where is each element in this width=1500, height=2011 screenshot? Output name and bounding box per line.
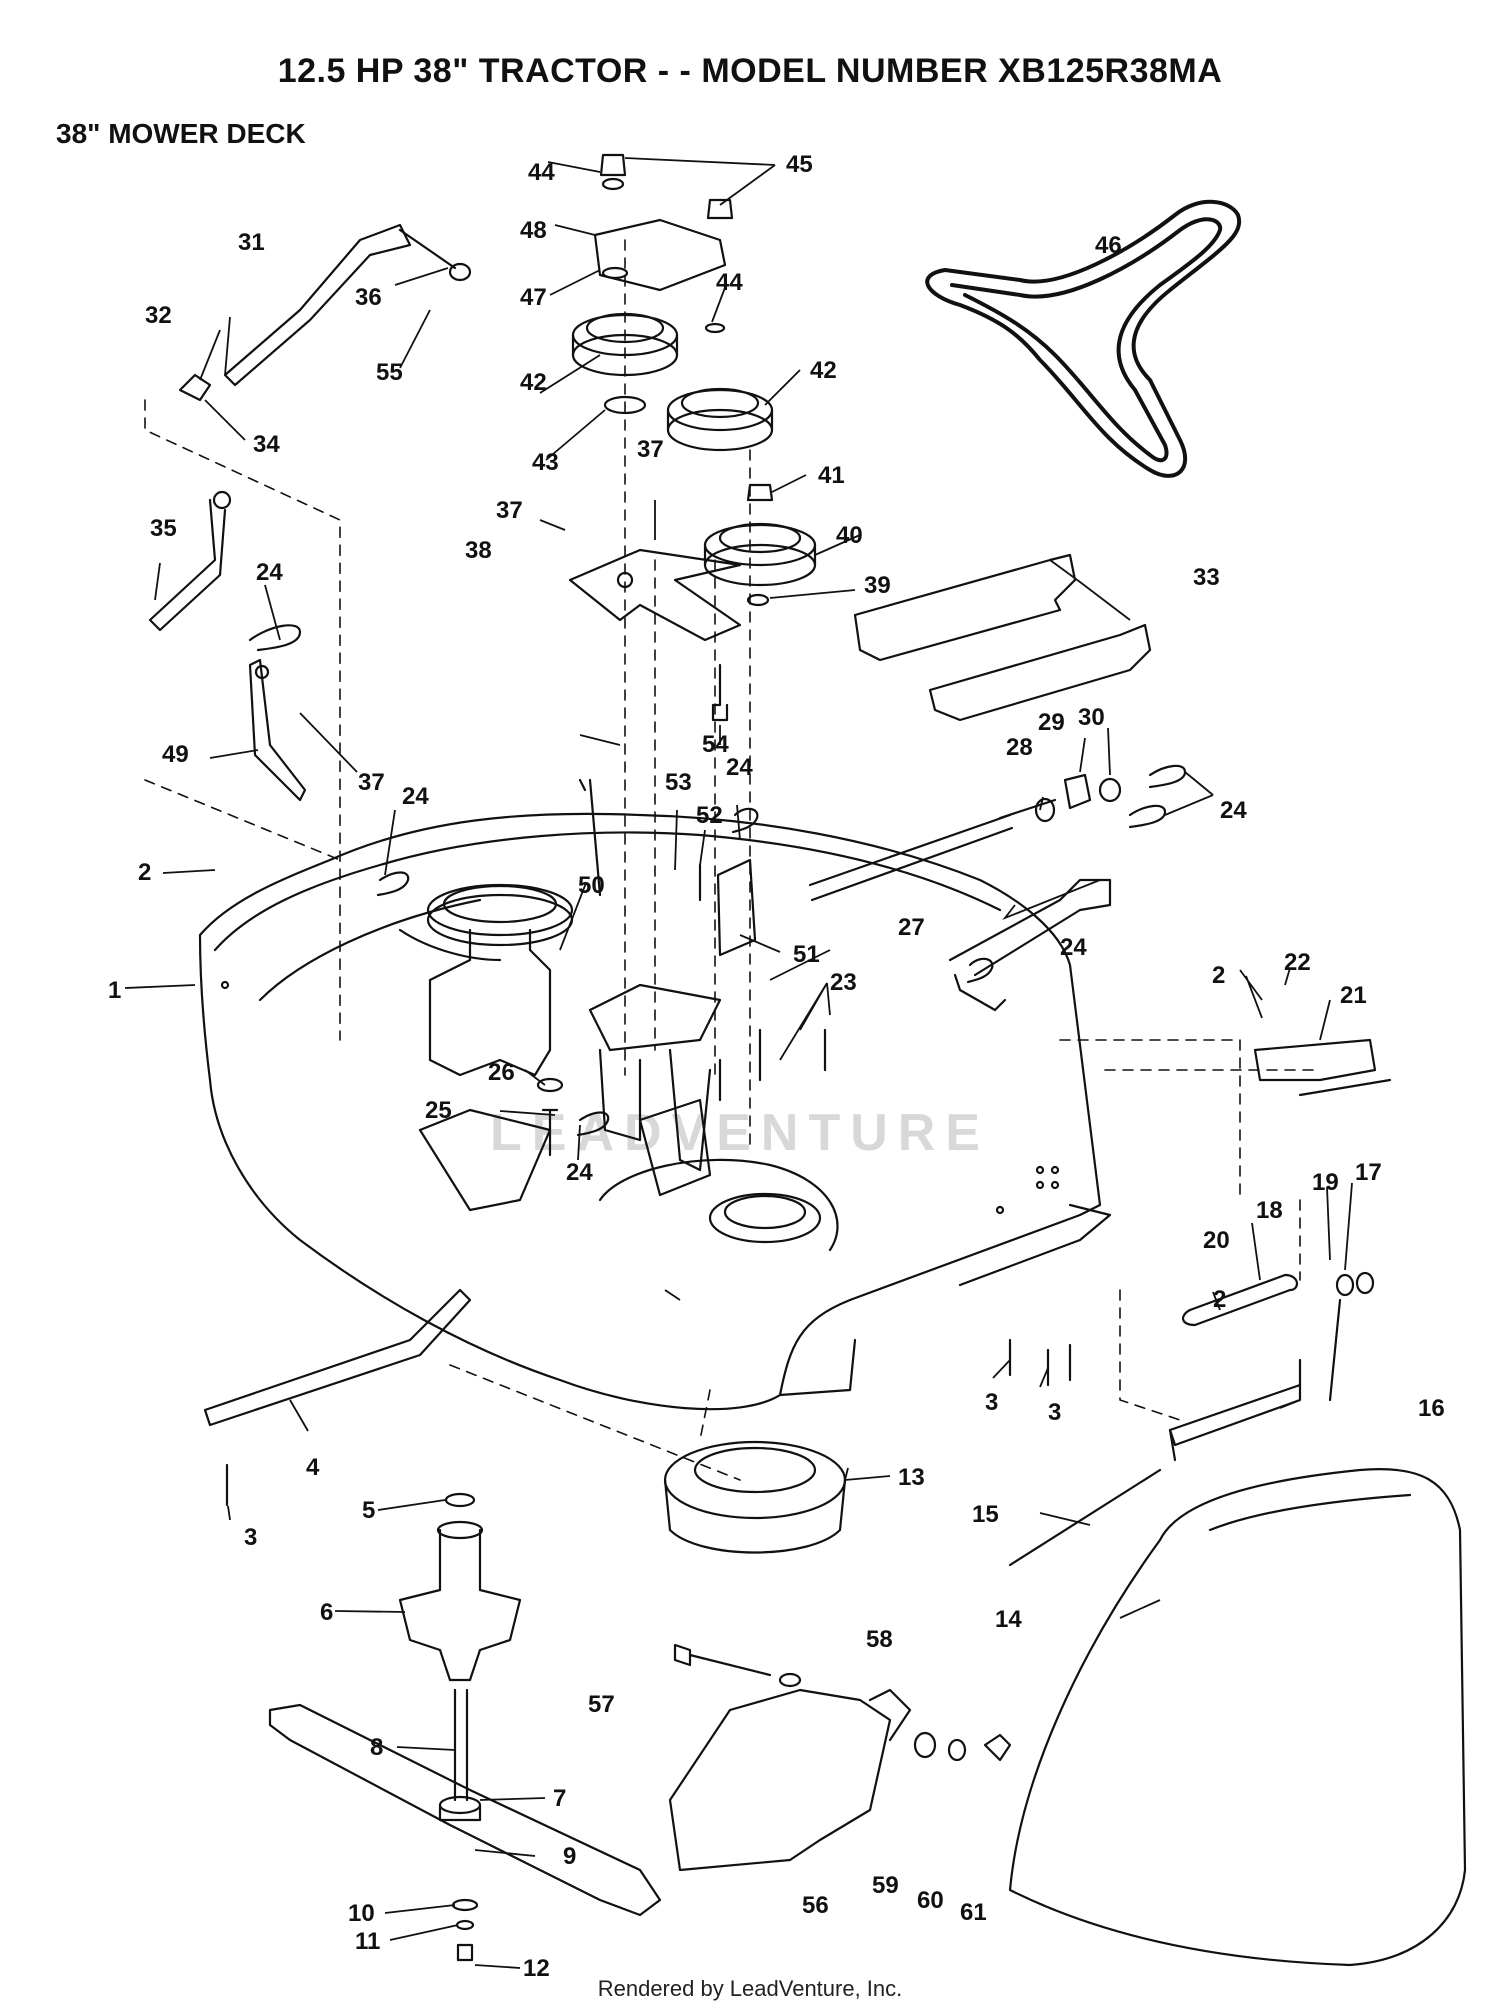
callout-8: 8 <box>370 1734 383 1761</box>
callout-2a: 2 <box>138 859 151 886</box>
callout-50: 50 <box>578 872 605 899</box>
callout-19: 19 <box>1312 1169 1339 1196</box>
blade-spindle <box>398 1492 522 1822</box>
callout-3a: 3 <box>985 1389 998 1416</box>
callout-3b: 3 <box>1048 1399 1061 1426</box>
callout-34: 34 <box>253 431 280 458</box>
callout-26: 26 <box>488 1059 515 1086</box>
callout-52: 52 <box>696 802 723 829</box>
callout-55: 55 <box>376 359 403 386</box>
callout-56: 56 <box>802 1892 829 1919</box>
hairpin-clips <box>248 624 1187 1137</box>
callout-49: 49 <box>162 741 189 768</box>
callout-42a: 42 <box>520 369 547 396</box>
callout-24b: 24 <box>402 783 429 810</box>
callout-37a: 37 <box>637 436 664 463</box>
callout-27: 27 <box>898 914 925 941</box>
callout-60: 60 <box>917 1887 944 1914</box>
callout-33: 33 <box>1193 564 1220 591</box>
callout-labels: 1 2 2 2 3 3 3 4 5 6 7 8 9 10 11 12 13 14… <box>108 151 1445 1982</box>
callout-21: 21 <box>1340 982 1367 1009</box>
callout-17: 17 <box>1355 1159 1382 1186</box>
alignment-lines <box>144 239 1321 1481</box>
callout-46: 46 <box>1095 232 1122 259</box>
leader-lines <box>124 157 1353 1969</box>
callout-4: 4 <box>306 1454 320 1481</box>
callout-9: 9 <box>563 1843 576 1870</box>
callout-11: 11 <box>355 1928 380 1955</box>
callout-37b: 37 <box>496 497 523 524</box>
callout-59: 59 <box>872 1872 899 1899</box>
bracket-21 <box>1253 1038 1392 1097</box>
callout-30: 30 <box>1078 704 1105 731</box>
callout-7: 7 <box>553 1785 566 1812</box>
render-credit: Rendered by LeadVenture, Inc. <box>597 1976 903 2001</box>
callout-6: 6 <box>320 1599 333 1626</box>
callout-10: 10 <box>348 1900 375 1927</box>
callout-58: 58 <box>866 1626 893 1653</box>
callout-23: 23 <box>830 969 857 996</box>
callout-40: 40 <box>836 522 863 549</box>
callout-13: 13 <box>898 1464 925 1491</box>
callout-42b: 42 <box>810 357 837 384</box>
discharge-shield <box>1008 1468 1467 1967</box>
callout-29: 29 <box>1038 709 1065 736</box>
callout-48: 48 <box>520 217 547 244</box>
callout-35: 35 <box>150 515 177 542</box>
callout-38: 38 <box>465 537 492 564</box>
callout-45: 45 <box>786 151 813 178</box>
callout-28: 28 <box>1006 734 1033 761</box>
callout-2b: 2 <box>1212 962 1225 989</box>
lift-links <box>853 553 1152 722</box>
callout-61: 61 <box>960 1899 987 1926</box>
callout-24f: 24 <box>566 1159 593 1186</box>
callout-43: 43 <box>532 449 559 476</box>
callout-24d: 24 <box>1220 797 1247 824</box>
callout-5: 5 <box>362 1497 375 1524</box>
watermark-text: LEADVENTURE <box>490 1104 990 1162</box>
callout-36: 36 <box>355 284 382 311</box>
callout-53: 53 <box>665 769 692 796</box>
callout-54: 54 <box>702 731 729 758</box>
callout-3c: 3 <box>244 1524 257 1551</box>
callout-57: 57 <box>588 1691 615 1718</box>
mulch-plug <box>663 1440 847 1554</box>
diagram-title: 12.5 HP 38" TRACTOR - - MODEL NUMBER XB1… <box>277 52 1223 90</box>
drive-belt <box>925 199 1242 478</box>
callout-24a: 24 <box>256 559 283 586</box>
chute-deflector <box>668 1271 1375 1872</box>
callout-37c: 37 <box>358 769 385 796</box>
callout-44a: 44 <box>528 159 555 186</box>
callout-44b: 44 <box>716 269 743 296</box>
mower-blade <box>268 1703 662 1917</box>
deck-rods <box>148 223 472 802</box>
callout-31: 31 <box>238 229 265 256</box>
callout-24e: 24 <box>1060 934 1087 961</box>
callout-51: 51 <box>793 941 820 968</box>
callout-15: 15 <box>972 1501 999 1528</box>
callout-39: 39 <box>864 572 891 599</box>
callout-47: 47 <box>520 284 547 311</box>
diagram-subtitle: 38" MOWER DECK <box>56 118 306 149</box>
callout-1: 1 <box>108 977 121 1004</box>
pulley-assembly <box>568 153 817 722</box>
callout-12: 12 <box>523 1955 550 1982</box>
callout-24c: 24 <box>726 754 753 781</box>
callout-18: 18 <box>1256 1197 1283 1224</box>
callout-32: 32 <box>145 302 172 329</box>
support-bar <box>203 1288 472 1427</box>
callout-22: 22 <box>1284 949 1311 976</box>
adjustment-rod <box>808 773 1122 1012</box>
callout-25: 25 <box>425 1097 452 1124</box>
bolts <box>225 778 1072 1507</box>
callout-2c: 2 <box>1213 1286 1226 1313</box>
callout-20: 20 <box>1203 1227 1230 1254</box>
callout-14: 14 <box>995 1606 1022 1633</box>
callout-16: 16 <box>1418 1395 1445 1422</box>
mower-deck-housing <box>198 812 1112 1411</box>
callout-41: 41 <box>818 462 845 489</box>
